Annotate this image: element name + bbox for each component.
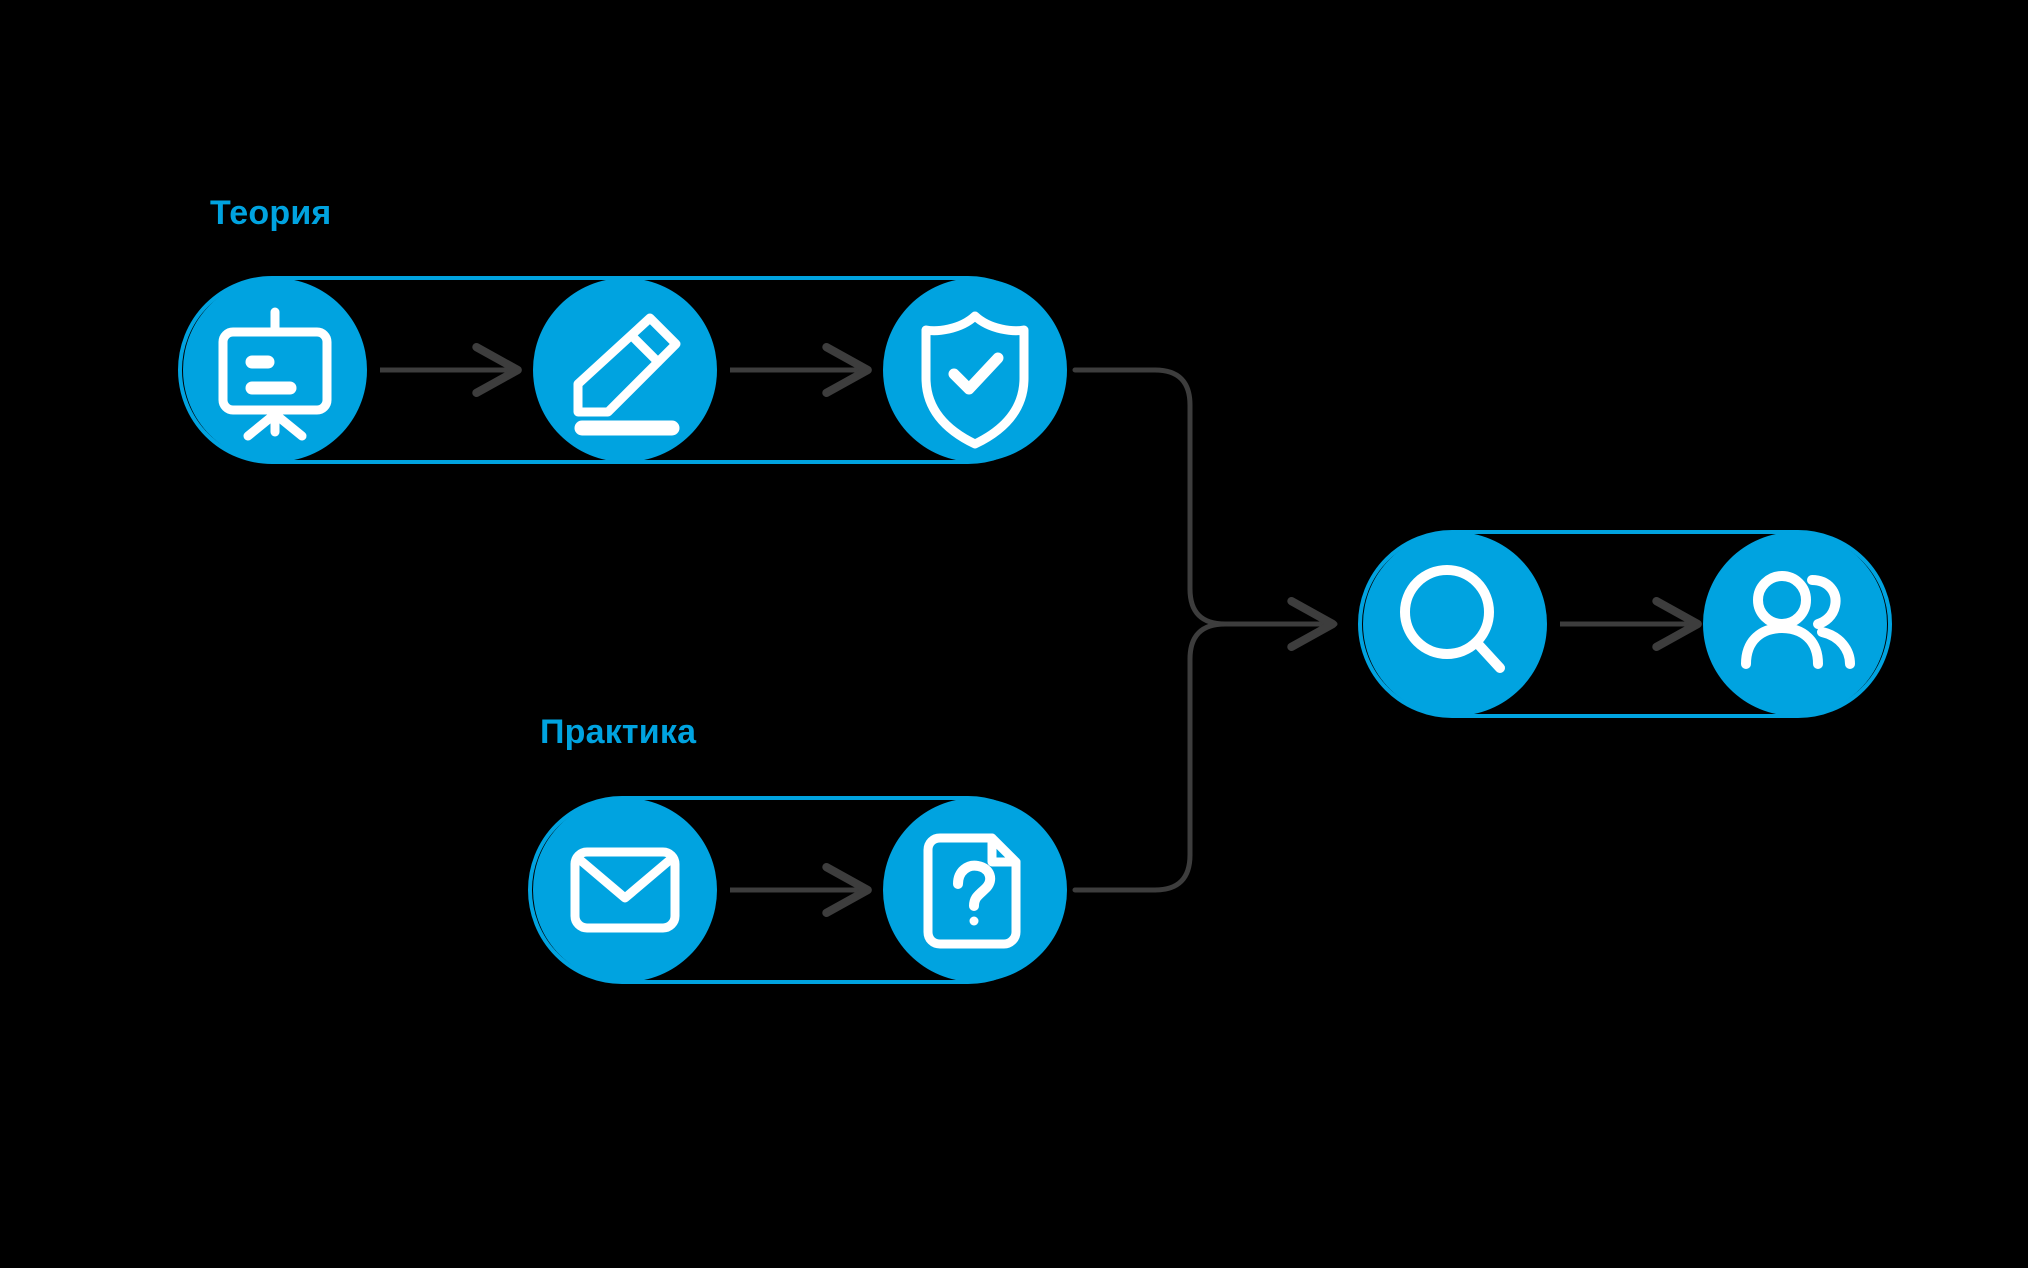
group-result xyxy=(1358,530,1892,718)
node-result-people[interactable] xyxy=(1703,532,1887,716)
node-result-search[interactable] xyxy=(1363,532,1547,716)
node-practice-mail[interactable] xyxy=(533,798,717,982)
magnifier-icon xyxy=(1400,565,1505,673)
group-practice xyxy=(528,796,1067,984)
connector-theory-to-result xyxy=(1072,367,1338,652)
node-circle xyxy=(533,798,717,982)
group-label-practice: Практика xyxy=(540,713,697,751)
node-circle xyxy=(183,278,367,462)
people-group-icon xyxy=(1741,571,1855,669)
merge-connectors xyxy=(1072,367,1338,893)
result-capsule-outline xyxy=(1358,530,1892,718)
group-label-theory: Теория xyxy=(210,194,332,232)
group-theory xyxy=(178,276,1067,464)
connector-practice-to-result xyxy=(1072,621,1228,893)
envelope-icon xyxy=(570,847,680,933)
node-circle xyxy=(883,278,1067,462)
pencil-edit-icon xyxy=(573,313,681,436)
node-practice-question-doc[interactable] xyxy=(883,798,1067,982)
node-circle xyxy=(1363,532,1547,716)
node-theory-presentation[interactable] xyxy=(183,278,367,462)
node-theory-shield[interactable] xyxy=(883,278,1067,462)
document-question-icon xyxy=(923,833,1021,949)
node-theory-edit[interactable] xyxy=(533,278,717,462)
node-circle xyxy=(883,798,1067,982)
presentation-board-icon xyxy=(218,307,332,441)
shield-check-icon xyxy=(921,311,1029,449)
